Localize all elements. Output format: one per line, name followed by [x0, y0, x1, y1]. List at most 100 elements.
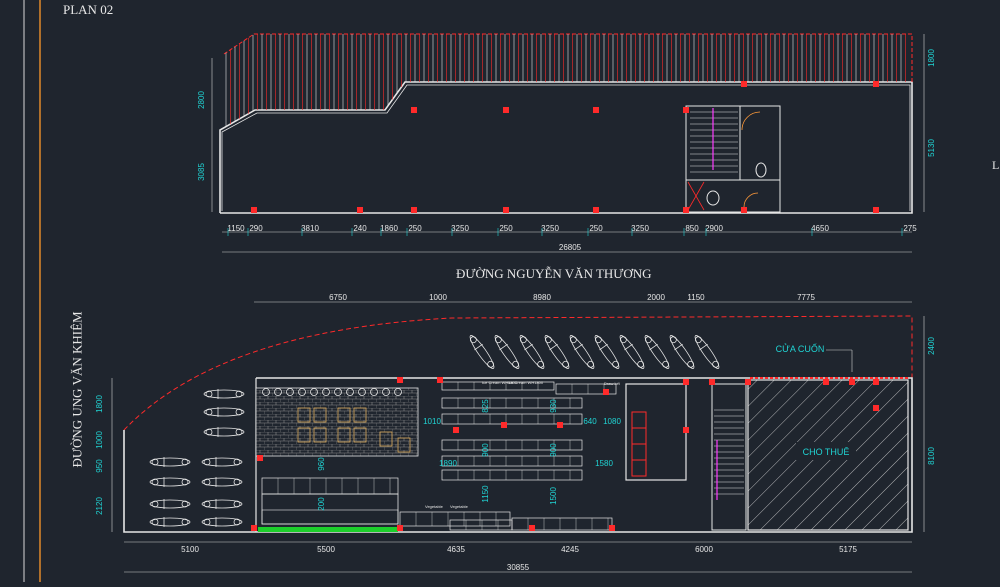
cafe-seating-area: [255, 387, 419, 457]
toilet-fixture-2: [706, 190, 720, 206]
toilet-fixture: [755, 162, 767, 178]
ground-total-dimension: 30855: [507, 563, 530, 572]
column-marker: [741, 81, 747, 87]
motorbike-wheel: [587, 360, 595, 368]
upper-vdim-left-1: 2800: [197, 91, 206, 109]
street-label-left: ĐƯỜNG UNG VĂN KHIÊM: [69, 311, 85, 468]
upper-dimension-text: 3250: [451, 224, 469, 233]
column-marker: [683, 427, 689, 433]
inner-dimension-text: 930: [549, 399, 558, 413]
motorbike-wheel: [203, 518, 211, 526]
inner-dimension-text: 1890: [439, 459, 457, 468]
column-marker: [357, 207, 363, 213]
motorbike-wheel: [594, 336, 602, 344]
inner-dimension-text: 1080: [603, 417, 621, 426]
motorbike-wheel: [151, 518, 159, 526]
motorbike-wheel: [694, 336, 702, 344]
rental-label-bg: [796, 442, 856, 460]
upper-dimension-text: 250: [589, 224, 603, 233]
column-marker: [251, 525, 257, 531]
motorbike-icon: [201, 499, 243, 509]
rolling-shutter-label: CỬA CUỐN: [776, 343, 825, 354]
inner-dimension-text: 1150: [481, 485, 490, 503]
motorbike-wheel: [235, 428, 243, 436]
motorbike-body: [149, 517, 191, 527]
motorbike-body: [203, 407, 245, 417]
column-marker: [609, 525, 615, 531]
shelf-unit: [555, 383, 617, 395]
motorbike-icon: [149, 457, 191, 467]
motorbike-icon: [694, 335, 720, 369]
upper-plan-inner-wall: [221, 84, 911, 211]
cafe-chair: [286, 388, 294, 396]
ground-top-dimension-text: 2000: [647, 293, 665, 302]
motorbike-icon: [469, 335, 495, 369]
inner-dimension-text: 1500: [549, 487, 558, 505]
ground-plan-outline: [123, 377, 913, 533]
site-boundary-curve: [123, 315, 913, 431]
motorbike-body: [201, 457, 243, 467]
cafe-table: [313, 427, 327, 443]
cafe-table: [297, 427, 311, 443]
column-marker: [593, 207, 599, 213]
column-marker: [823, 379, 829, 385]
motorbike-handlebar: [474, 343, 483, 351]
ground-top-dimension-text: 7775: [797, 293, 815, 302]
column-marker: [501, 422, 507, 428]
fixture-label-5: Draw kết: [604, 381, 621, 386]
shelf-unit: [261, 477, 399, 495]
motorbike-wheel: [637, 360, 645, 368]
cafe-chair: [370, 388, 378, 396]
column-marker: [683, 207, 689, 213]
upper-dimension-text: 240: [353, 224, 367, 233]
motorbike-icon: [669, 335, 695, 369]
inner-dimension-text: 1010: [423, 417, 441, 426]
shelf-unit: [441, 381, 555, 391]
motorbike-icon: [619, 335, 645, 369]
upper-stair-treads: [690, 111, 738, 173]
cafe-table: [397, 437, 411, 453]
cafe-chair: [358, 388, 366, 396]
motorbike-icon: [201, 457, 243, 467]
motorbike-handlebar: [674, 343, 683, 351]
motorbike-body: [519, 335, 545, 369]
motorbike-body: [594, 335, 620, 369]
column-marker: [251, 207, 257, 213]
upper-dimension-text: 275: [903, 224, 917, 233]
column-marker: [873, 405, 879, 411]
cafe-chair: [334, 388, 342, 396]
motorbike-handlebar: [549, 343, 558, 351]
motorbike-handlebar: [599, 343, 608, 351]
column-marker: [603, 389, 609, 395]
motorbike-wheel: [494, 336, 502, 344]
cafe-chair: [382, 388, 390, 396]
cafe-chair: [322, 388, 330, 396]
cafe-chair: [310, 388, 318, 396]
roof-edge-line: [223, 33, 913, 82]
motorbike-wheel: [181, 518, 189, 526]
motorbike-wheel: [233, 478, 241, 486]
motorbike-body: [203, 427, 245, 437]
column-marker: [873, 379, 879, 385]
cafe-tables: [297, 407, 411, 453]
column-marker: [849, 379, 855, 385]
upper-dimension-text: 2900: [705, 224, 723, 233]
motorbike-handlebar: [574, 343, 583, 351]
upper-dimension-text: 250: [499, 224, 513, 233]
motorbike-wheel: [151, 478, 159, 486]
shelf-unit: [511, 517, 613, 531]
motorbike-icon: [201, 477, 243, 487]
stair-core: [685, 105, 781, 213]
ground-vdim-right-1: 2400: [927, 337, 936, 355]
upper-vdim-left-2: 3085: [197, 163, 206, 181]
motorbike-body: [203, 389, 245, 399]
ground-columns: [251, 377, 879, 531]
column-marker: [557, 422, 563, 428]
fixture-label-3: Vegetable: [425, 504, 444, 509]
cafe-chair: [394, 388, 402, 396]
motorbike-wheel: [469, 336, 477, 344]
motorbike-wheel: [205, 428, 213, 436]
shelf-unit: [441, 439, 583, 451]
